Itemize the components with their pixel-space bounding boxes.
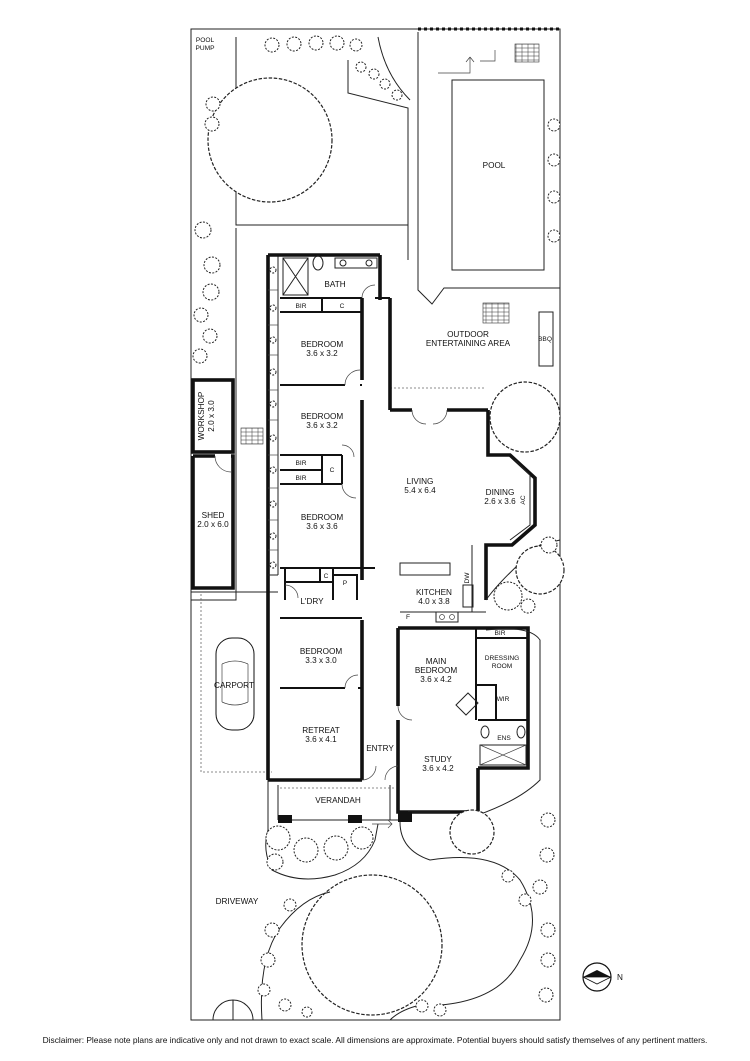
brick-paving-icon [514, 43, 540, 63]
bir-label: BIR [495, 630, 506, 637]
workshop [191, 378, 235, 454]
house: BATH BIR C BEDROOM 3.6 x 3.2 BEDROOM 3.6… [266, 253, 537, 829]
outdoor-area-label: ENTERTAINING AREA [426, 339, 511, 348]
east-garden [477, 381, 565, 816]
shed [191, 454, 235, 590]
front-garden: DRIVEWAY [212, 780, 556, 1021]
bedroom-label: BEDROOM [301, 513, 343, 522]
bir-label: BIR [296, 460, 307, 467]
retreat-label: RETREAT [302, 726, 340, 735]
driveway-label: DRIVEWAY [216, 897, 259, 906]
living-size: 5.4 x 6.4 [404, 486, 436, 495]
carport-label: CARPORT [214, 681, 254, 690]
study-label: STUDY [424, 755, 452, 764]
bedroom-label: BEDROOM [301, 340, 343, 349]
dressing-room-label: ROOM [492, 663, 513, 670]
pool-area: POOL [417, 32, 561, 305]
tree-icon [489, 381, 561, 453]
dining-size: 2.6 x 3.6 [484, 497, 516, 506]
rear-garden: POOL PUMP [192, 35, 411, 364]
bath-label: BATH [324, 280, 345, 289]
bir-label: BIR [296, 475, 307, 482]
pool-label: POOL [483, 161, 506, 170]
tree-icon [449, 809, 495, 855]
shower-icon [479, 744, 527, 766]
shed-label: SHED [202, 511, 225, 520]
main-bedroom-size: 3.6 x 4.2 [420, 675, 452, 684]
study-size: 3.6 x 4.2 [422, 764, 454, 773]
bedroom-size: 3.6 x 3.2 [306, 349, 338, 358]
kitchen-size: 4.0 x 3.8 [418, 597, 450, 606]
kitchen-island [399, 562, 451, 576]
brick-paving-icon [240, 427, 264, 445]
workshop-label: WORKSHOP [197, 391, 206, 440]
cupboard-label: C [324, 573, 329, 580]
basin-icon [516, 725, 526, 739]
bedroom-size: 3.6 x 3.6 [306, 522, 338, 531]
laundry-label: L'DRY [300, 597, 324, 606]
workshop-size: 2.0 x 3.0 [207, 400, 216, 432]
bedroom-label: BEDROOM [300, 647, 342, 656]
verandah-post [278, 815, 292, 823]
svg-text:PUMP: PUMP [195, 45, 215, 52]
bedroom-label: BEDROOM [301, 412, 343, 421]
north-label: N [617, 973, 623, 982]
car-icon [215, 637, 255, 731]
pool-pump-label: POOL PUMP [195, 37, 215, 52]
large-tree-icon [301, 874, 443, 1016]
fridge-label: F [406, 614, 410, 621]
disclaimer-text: Disclaimer: Please note plans are indica… [42, 1035, 708, 1045]
toilet-icon [480, 725, 490, 739]
pantry-label: P [343, 580, 348, 587]
large-tree-icon [207, 77, 333, 203]
bedroom-size: 3.6 x 3.2 [306, 421, 338, 430]
cooktop-icon [435, 611, 459, 623]
cupboard-label: C [340, 303, 345, 310]
dressing-room-label: DRESSING [485, 655, 519, 662]
sink-icon [462, 584, 474, 608]
bir-label: BIR [296, 303, 307, 310]
site-boundary [190, 27, 561, 1021]
fireplace-icon [455, 692, 479, 716]
verandah-post [398, 812, 412, 822]
ensuite-label: ENS [497, 735, 511, 742]
shed-size: 2.0 x 6.0 [197, 520, 229, 529]
bbq-label: BBQ [538, 336, 552, 343]
dishwasher-label: DW [464, 572, 471, 584]
verandah-post [348, 815, 362, 823]
main-bedroom-label: BEDROOM [415, 666, 457, 675]
retreat-size: 3.6 x 4.1 [305, 735, 337, 744]
svg-text:POOL: POOL [196, 37, 215, 44]
outbuildings: WORKSHOP 2.0 x 3.0 SHED 2.0 x 6.0 [191, 228, 264, 601]
bbq-unit [538, 311, 554, 367]
dining-label: DINING [486, 488, 515, 497]
cupboard-label: C [330, 467, 335, 474]
kitchen-label: KITCHEN [416, 588, 452, 597]
entry-label: ENTRY [366, 744, 394, 753]
tree-icon [515, 545, 565, 595]
vanity [334, 257, 378, 269]
living-label: LIVING [407, 477, 434, 486]
compass-north-arrow: N [582, 962, 623, 992]
main-bedroom-label: MAIN [426, 657, 447, 666]
toilet-icon [312, 255, 324, 271]
carport-area: CARPORT [191, 591, 278, 773]
outdoor-entertaining-area: BBQ OUTDOOR ENTERTAINING AREA [390, 302, 554, 389]
floor-plan: POOL PUMP POOL BBQ OUTDOOR ENTERTAINING … [190, 27, 623, 1021]
bedroom-size: 3.3 x 3.0 [305, 656, 337, 665]
brick-paving-icon [482, 302, 510, 324]
wir-label: WIR [497, 696, 510, 703]
pool [451, 79, 545, 271]
ac-label: AC [520, 495, 527, 504]
verandah-label: VERANDAH [315, 796, 361, 805]
outdoor-area-label: OUTDOOR [447, 330, 489, 339]
